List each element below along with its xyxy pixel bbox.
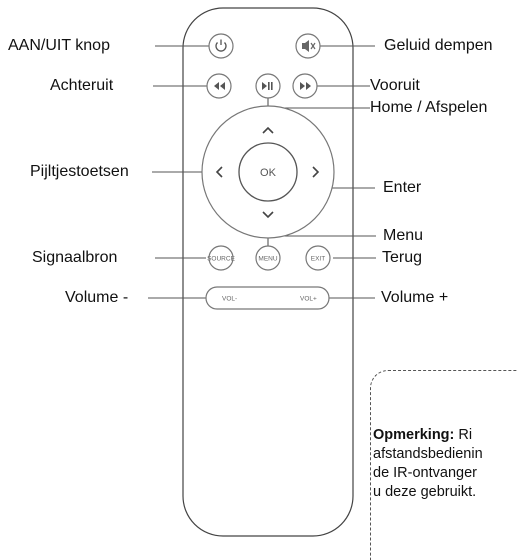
note-line3: de IR-ontvanger <box>373 465 477 481</box>
label-back: Terug <box>382 249 423 266</box>
rewind-button[interactable] <box>206 73 232 99</box>
label-vol-up: Volume + <box>381 289 449 306</box>
mute-button[interactable] <box>295 33 321 59</box>
exit-label: EXIT <box>311 256 325 263</box>
exit-button[interactable]: EXIT <box>305 245 331 271</box>
play-pause-button[interactable] <box>255 73 281 99</box>
note-visible: Opmerking: Ri afstandsbedienin de IR-ont… <box>373 426 518 502</box>
ok-button[interactable]: OK <box>238 142 298 202</box>
arrow-left-icon <box>215 166 223 178</box>
forward-button[interactable] <box>292 73 318 99</box>
power-button[interactable] <box>208 33 234 59</box>
note-title: Opmerking: <box>373 427 455 443</box>
note-line4: u deze gebruikt. <box>373 484 477 500</box>
ok-label: OK <box>260 167 277 179</box>
label-vol-down: Volume - <box>65 289 129 306</box>
label-arrows: Pijltjestoetsen <box>30 163 129 180</box>
volume-rocker[interactable]: VOL- VOL+ <box>205 286 330 310</box>
menu-label: MENU <box>258 256 277 263</box>
source-label: SOURCE <box>207 256 235 263</box>
arrow-down-icon <box>262 211 274 219</box>
label-rewind: Achteruit <box>50 77 114 94</box>
note-line2: afstandsbedienin <box>373 446 483 462</box>
arrow-right-icon <box>312 166 320 178</box>
label-forward: Vooruit <box>370 77 420 94</box>
remote-illustration: OK SOURCE MENU EXIT VOL- VOL+ <box>148 7 376 537</box>
label-enter: Enter <box>383 179 422 196</box>
label-menu: Menu <box>383 227 424 244</box>
label-mute: Geluid dempen <box>384 37 493 54</box>
note-line1-rest: Ri <box>454 427 473 443</box>
note-box <box>370 370 518 560</box>
vol-minus-label: VOL- <box>222 296 237 303</box>
label-home-play: Home / Afspelen <box>370 99 488 116</box>
label-source: Signaalbron <box>32 249 118 266</box>
menu-button[interactable]: MENU <box>255 245 281 271</box>
source-button[interactable]: SOURCE <box>207 245 236 271</box>
vol-plus-label: VOL+ <box>300 296 317 303</box>
arrow-up-icon <box>262 126 274 134</box>
label-power: AAN/UIT knop <box>8 37 110 54</box>
